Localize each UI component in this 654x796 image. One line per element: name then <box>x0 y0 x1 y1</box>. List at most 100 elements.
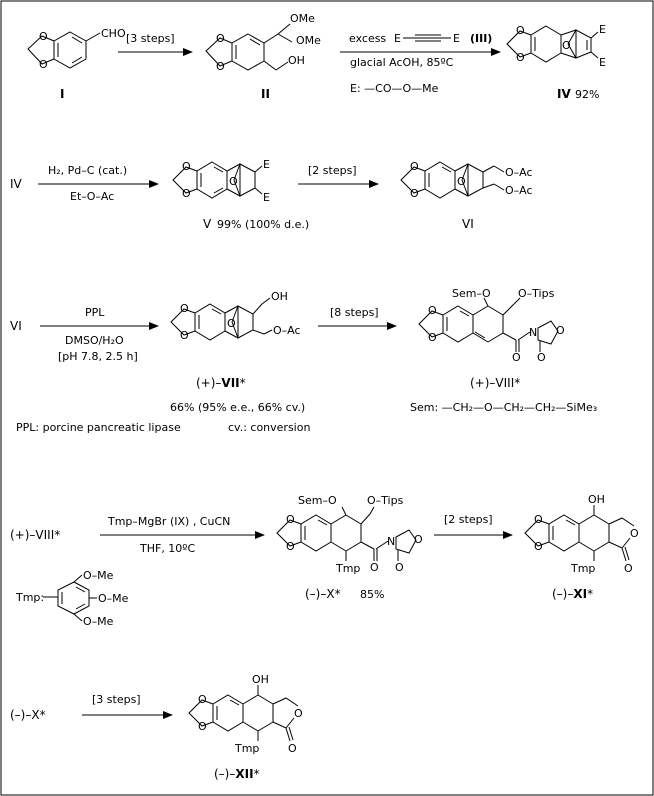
start-compound: (–)–X* <box>10 708 46 722</box>
ester-E: E <box>263 191 270 204</box>
lactone-oxygen: O <box>630 527 639 540</box>
ring-oxygen: O <box>414 533 423 546</box>
ring-oxygen: O <box>180 302 189 315</box>
compound-IV-structure: O O O <box>506 24 599 64</box>
compound-label-VIII: (+)–VIII* <box>470 376 520 390</box>
ester-E: E <box>263 158 270 171</box>
ring-oxygen: O <box>39 30 48 43</box>
yield: 92% <box>575 88 599 101</box>
reagent-E: E <box>453 32 460 45</box>
reagent-III: (III) <box>470 32 492 45</box>
carbonyl-oxygen: O <box>537 351 546 364</box>
compound-VII-structure: O O O <box>170 297 273 342</box>
yield-line: 66% (95% e.e., 66% cv.) <box>170 401 305 414</box>
compound-V-structure: O O O <box>172 160 263 200</box>
oxazolidinone-nitrogen: N <box>387 535 395 548</box>
carbonyl-oxygen: O <box>288 742 297 755</box>
ring-oxygen: O <box>216 32 225 45</box>
start-compound: IV <box>10 177 23 191</box>
start-compound: VI <box>10 319 22 333</box>
ring-oxygen: O <box>39 58 48 71</box>
hydroxy-group: OH <box>288 54 305 67</box>
compound-I-structure: O O <box>27 30 101 71</box>
lactone-oxygen: O <box>294 707 303 720</box>
tmp-substituent: Tmp <box>335 562 360 575</box>
yield: 99% (100% d.e.) <box>217 218 309 231</box>
conditions: THF, 10ºC <box>139 542 195 555</box>
compound-label-IV: IV <box>557 87 571 101</box>
ring-oxygen: O <box>182 160 191 173</box>
acetoxy-group: O–Ac <box>505 166 533 179</box>
ring-oxygen: O <box>428 331 437 344</box>
ring-oxygen: O <box>516 51 525 64</box>
compound-XII-structure: O O <box>188 685 299 742</box>
ring-oxygen: O <box>534 513 543 526</box>
legend-E: E: —CO—O—Me <box>350 82 439 95</box>
carbonyl-oxygen: O <box>624 562 633 575</box>
ring-oxygen: O <box>428 304 437 317</box>
carbonyl-oxygen: O <box>512 351 521 364</box>
oxazolidinone-nitrogen: N <box>529 326 537 339</box>
sem-ether: Sem–O <box>452 287 491 300</box>
bridge-oxygen: O <box>457 175 466 188</box>
reagent-excess: excess <box>349 32 386 45</box>
ring-oxygen: O <box>516 24 525 37</box>
compound-label-II: II <box>261 87 270 101</box>
tmp-label: Tmp: <box>15 591 44 604</box>
cv-definition: cv.: conversion <box>228 421 310 434</box>
ring-oxygen: O <box>534 540 543 553</box>
arrow-label: [8 steps] <box>330 306 379 319</box>
ring-oxygen: O <box>182 187 191 200</box>
tips-ether: O–Tips <box>518 287 555 300</box>
compound-label-XII: (–)–XII* <box>214 767 260 781</box>
carbonyl-oxygen: O <box>395 561 404 574</box>
ring-oxygen: O <box>286 540 295 553</box>
compound-label-XI: (–)–XI* <box>552 587 593 601</box>
tmp-substituent: Tmp <box>234 742 259 755</box>
compound-label-I: I <box>60 87 64 101</box>
arrow-label: [3 steps] <box>126 32 175 45</box>
acetoxy-group: O–Ac <box>505 184 533 197</box>
ring-oxygen: O <box>198 720 207 733</box>
compound-XI-structure: O O <box>524 505 635 562</box>
ring-oxygen: O <box>286 513 295 526</box>
conditions: [pH 7.8, 2.5 h] <box>58 350 138 363</box>
hydroxy-group: OH <box>252 673 269 686</box>
arrow-label: [2 steps] <box>444 513 493 526</box>
bridge-oxygen: O <box>562 39 571 52</box>
enzyme: PPL <box>85 306 105 319</box>
hydroxy-group: OH <box>271 290 288 303</box>
compound-II-structure: O O <box>205 23 293 73</box>
methoxy-group: O–Me <box>83 569 114 582</box>
tips-ether: O–Tips <box>367 494 404 507</box>
methoxy-group: OMe <box>296 34 321 47</box>
arrow-label: [2 steps] <box>308 164 357 177</box>
carbonyl-oxygen: O <box>370 561 379 574</box>
ester-E: E <box>599 56 606 69</box>
ring-oxygen: O <box>216 60 225 73</box>
arrow-label: [3 steps] <box>92 693 141 706</box>
compound-label-X: (–)–X* <box>305 587 341 601</box>
methoxy-group: OMe <box>290 12 315 25</box>
acetoxy-group: O–Ac <box>273 324 301 337</box>
ester-E: E <box>599 23 606 36</box>
sem-ether: Sem–O <box>298 494 337 507</box>
tmp-substituent: Tmp <box>570 562 595 575</box>
compound-X-structure: O O <box>276 506 417 561</box>
ppl-definition: PPL: porcine pancreatic lipase <box>16 421 181 434</box>
methoxy-group: O–Me <box>83 615 114 628</box>
compound-VIII-structure: O O <box>418 297 559 352</box>
conditions: glacial AcOH, 85ºC <box>350 56 454 69</box>
bridge-oxygen: O <box>229 175 238 188</box>
start-compound: (+)–VIII* <box>10 528 60 542</box>
compound-label-VI: VI <box>462 217 474 231</box>
ring-oxygen: O <box>410 160 419 173</box>
aldehyde-group: CHO <box>101 27 126 40</box>
trimethoxyphenyl-structure <box>43 574 97 622</box>
bridge-oxygen: O <box>227 317 236 330</box>
solvent: Et–O–Ac <box>70 190 114 203</box>
ring-oxygen: O <box>180 329 189 342</box>
sem-definition: Sem: —CH₂—O—CH₂—CH₂—SiMe₃ <box>410 401 597 414</box>
reagent: H₂, Pd–C (cat.) <box>48 164 127 177</box>
